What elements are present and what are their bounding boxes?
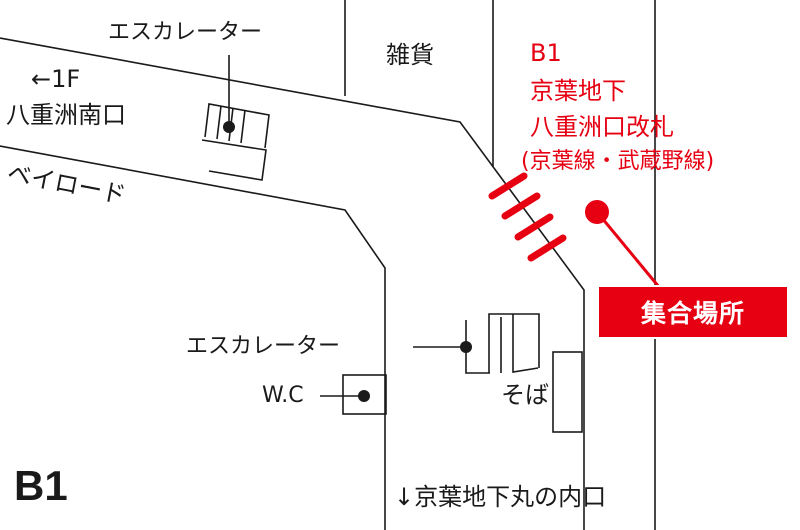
label-soba: そば	[501, 381, 549, 409]
wc-dot	[358, 390, 370, 402]
escalator-mid-symbol	[413, 313, 540, 374]
meeting-point-badge: 集合場所	[597, 285, 789, 339]
label-yaesu-south-exit: 八重洲南口	[6, 101, 126, 129]
escalator-top-dot	[223, 121, 235, 133]
meeting-leader	[595, 211, 661, 288]
label-wc: W.C	[262, 383, 304, 408]
meeting-floor: B1	[530, 39, 562, 67]
label-escalator-mid: エスカレーター	[186, 334, 341, 359]
escalator-mid-dot	[460, 341, 472, 353]
meeting-gate-name: 八重洲口改札	[530, 113, 674, 141]
meeting-lines: (京葉線・武蔵野線)	[521, 149, 715, 174]
meeting-point-dot	[585, 200, 609, 224]
escalator-top-symbol	[201, 55, 270, 181]
meeting-point-badge-label: 集合場所	[640, 299, 745, 328]
label-escalator-top: エスカレーター	[108, 20, 263, 45]
label-zakka: 雑貨	[386, 41, 434, 69]
label-marunouchi-exit: ↓京葉地下丸の内口	[394, 483, 607, 511]
meeting-area: 京葉地下	[530, 77, 626, 105]
label-arrow-1f: ←1F	[31, 65, 81, 93]
ticket-gate-marks	[488, 172, 567, 262]
label-floor-b1: B1	[14, 462, 68, 509]
wc-box	[342, 374, 387, 415]
wall-lower	[0, 145, 386, 530]
soba-box	[552, 351, 583, 433]
